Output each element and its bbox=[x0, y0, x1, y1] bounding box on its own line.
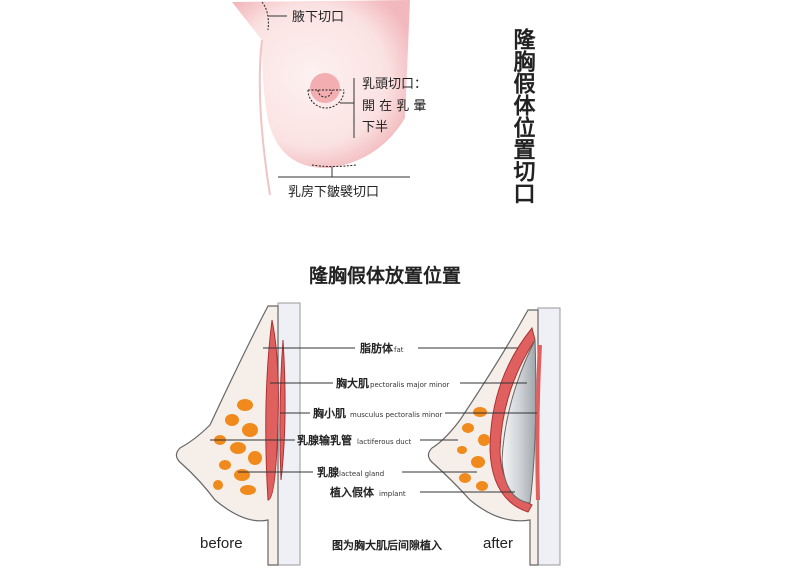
nipple-incision-label-1: 乳頭切口： bbox=[362, 77, 427, 92]
areola bbox=[310, 73, 340, 103]
leader-lines bbox=[210, 347, 537, 493]
after-label: after bbox=[483, 535, 513, 552]
gland-lobules bbox=[457, 407, 490, 491]
torso-edge bbox=[258, 39, 271, 196]
nipple-incision-line bbox=[307, 89, 345, 109]
pectoralis-major bbox=[489, 326, 536, 513]
pectoralis-minor bbox=[535, 344, 542, 501]
before-illustration bbox=[175, 302, 301, 566]
pectoralis-major bbox=[265, 319, 279, 501]
incision-illustration: 腋下切口 乳頭切口： 開 在 乳 暈 下半 乳房下皺襞切口 bbox=[232, 0, 427, 200]
incision-figure-title: 隆胸假体位置切口 bbox=[510, 28, 536, 204]
after-illustration bbox=[427, 307, 561, 566]
nipple-incision-label-3: 下半 bbox=[362, 120, 388, 135]
inframammary-incision-label: 乳房下皺襞切口 bbox=[288, 184, 379, 200]
breast-outline bbox=[175, 305, 279, 566]
inframammary-incision-line bbox=[311, 164, 357, 167]
label-fat: 脂肪体fat bbox=[359, 341, 404, 355]
label-lacteal-gland: 乳腺lacteal gland bbox=[317, 465, 384, 479]
before-label: before bbox=[200, 535, 243, 552]
placement-figure-title: 隆胸假体放置位置 bbox=[309, 264, 461, 287]
placement-caption: 图为胸大肌后间隙植入 bbox=[332, 538, 442, 552]
label-pectoralis-major: 胸大肌pectoralis major minor bbox=[336, 376, 449, 390]
axillary-incision-label: 腋下切口 bbox=[292, 10, 344, 25]
nipple-incision-label-2: 開 在 乳 暈 bbox=[362, 99, 426, 114]
